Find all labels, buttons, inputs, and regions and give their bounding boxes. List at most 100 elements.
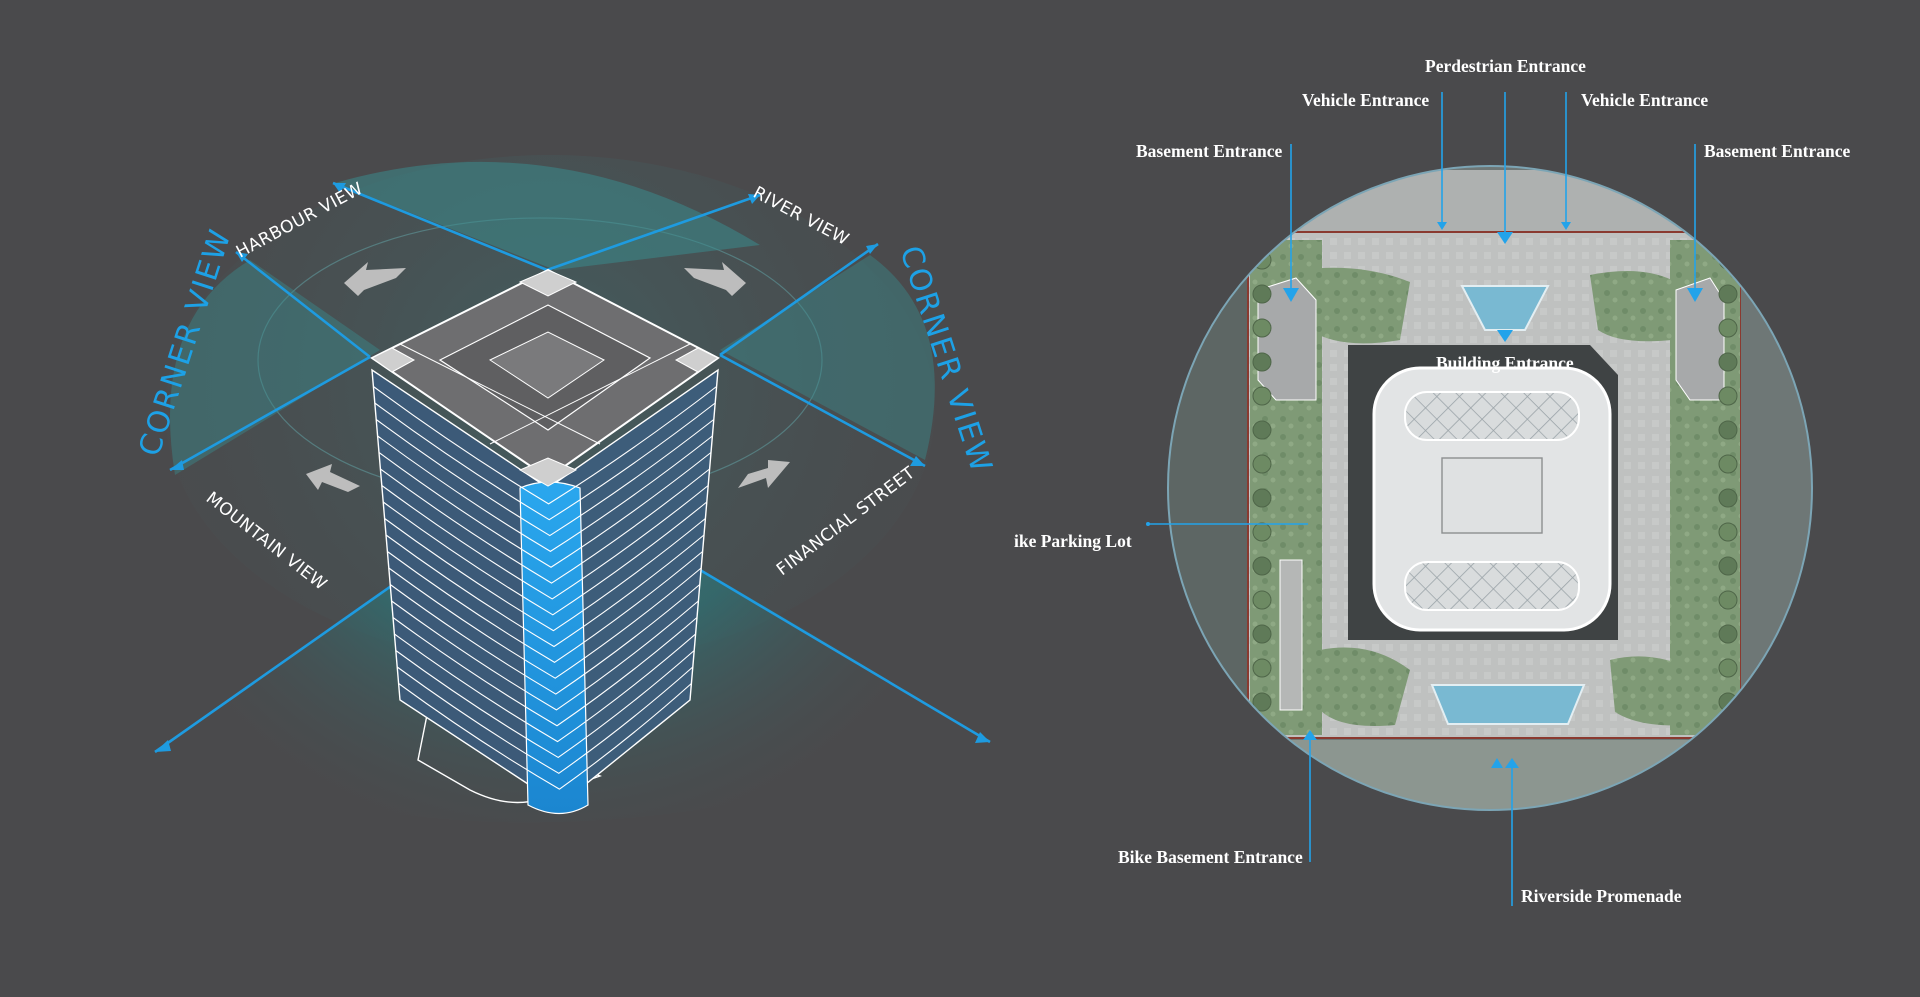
arrowhead-mountain	[155, 740, 171, 752]
tower-floor-line	[382, 501, 708, 616]
label-vehicle-entrance-right: Vehicle Entrance	[1581, 90, 1708, 110]
tower-floor-lines	[373, 386, 717, 790]
tree	[1252, 488, 1272, 508]
tower-roof-corner-right	[674, 347, 719, 373]
site-callout-leaders	[1146, 92, 1703, 906]
tree	[1233, 734, 1253, 754]
tower-roof-corner-top	[518, 269, 578, 297]
tree	[1718, 318, 1738, 338]
pool-bottom	[1430, 684, 1586, 725]
lawn-bottom-right	[1610, 656, 1690, 726]
tree	[1252, 658, 1272, 678]
tree	[1255, 228, 1275, 248]
tower-floor-line	[388, 567, 702, 679]
tower-roof-corner-bottom	[518, 457, 578, 487]
tower-roof-wall-1	[399, 343, 601, 445]
lawn-top-left	[1300, 267, 1410, 344]
tower-roof-core-inner	[488, 331, 605, 399]
tree	[1168, 735, 1187, 755]
arrow-building-entrance	[1497, 330, 1513, 342]
tree	[1211, 229, 1231, 249]
dot-bike-parking	[1146, 522, 1150, 526]
arrowhead-corner-right-top	[866, 244, 878, 254]
label-bike-parking-lot: ike Parking Lot	[1014, 531, 1132, 551]
arrowhead-river	[748, 194, 760, 204]
tree	[1718, 692, 1738, 712]
arrowhead-harbour	[333, 183, 346, 193]
tower-floor-line	[375, 419, 715, 537]
riverside-promenade-strip	[1168, 740, 1812, 810]
sight-line-harbour	[332, 181, 548, 272]
direction-arrow-river	[684, 262, 746, 296]
top-road	[1168, 170, 1812, 232]
lawn-bottom-left	[1320, 647, 1410, 726]
lawn-top-right	[1590, 271, 1672, 342]
tree	[1233, 228, 1253, 248]
river-bank-left	[1168, 166, 1250, 810]
tree	[1718, 352, 1738, 372]
view-fan-top	[335, 161, 760, 270]
tower-floor-line	[387, 551, 703, 663]
arrow-vehicle-entrance-right	[1561, 222, 1571, 230]
sight-line-corner-left-bottom	[169, 355, 371, 472]
arrow-pedestrian-entrance	[1497, 232, 1513, 244]
tree	[1718, 284, 1738, 304]
tower-floor-line	[381, 485, 709, 600]
tower-model	[370, 268, 720, 814]
tree	[1252, 454, 1272, 474]
tree	[1014, 739, 1032, 757]
tree	[1252, 556, 1272, 576]
tower-floor-line	[394, 633, 696, 743]
label-basement-entrance-right: Basement Entrance	[1704, 141, 1851, 161]
tree	[992, 739, 1010, 757]
side-block-left	[1257, 277, 1317, 401]
tower-floor-line	[391, 600, 699, 711]
tree	[1189, 735, 1209, 755]
tower-floor-line	[392, 617, 698, 727]
roof-skylight-top	[1404, 391, 1580, 441]
arrowhead-corner-right-bottom	[910, 456, 925, 466]
tree	[1718, 454, 1738, 474]
tree	[1718, 624, 1738, 644]
tower-floor-line	[378, 452, 712, 568]
label-basement-entrance-left: Basement Entrance	[1136, 141, 1283, 161]
tree	[1252, 624, 1272, 644]
tree	[948, 233, 966, 251]
arrow-riverside-promenade	[1505, 758, 1519, 768]
label-vehicle-entrance-left: Vehicle Entrance	[1302, 90, 1429, 110]
tree	[1252, 692, 1272, 712]
arrow-riverside-promenade-2	[1491, 758, 1503, 768]
tree	[1168, 229, 1187, 249]
direction-arrow-financial	[738, 460, 790, 488]
tree	[1252, 522, 1272, 542]
tree	[1014, 233, 1032, 251]
arrow-basement-entrance-right	[1687, 288, 1703, 302]
label-riverside-promenade: Riverside Promenade	[1521, 886, 1682, 906]
tower-floor-line	[377, 435, 713, 553]
tree	[992, 233, 1010, 251]
tree	[970, 233, 988, 251]
tree	[1058, 232, 1076, 250]
tree	[1102, 231, 1120, 249]
pool-top	[1460, 285, 1550, 331]
label-bike-basement-entrance: Bike Basement Entrance	[1118, 847, 1303, 867]
view-fan-right	[720, 255, 935, 460]
tower-floor-line	[374, 402, 716, 521]
tree	[1718, 522, 1738, 542]
tower-floor-line	[373, 386, 717, 505]
tower-floor-line	[389, 584, 701, 695]
tower-roof-wall-2	[489, 343, 691, 445]
tree	[1189, 229, 1209, 249]
arrow-bike-basement	[1303, 730, 1317, 740]
tower-shadow-base	[417, 698, 602, 804]
tower-floor-line	[384, 518, 706, 632]
tree	[1124, 737, 1142, 755]
tree	[1211, 735, 1231, 755]
tree	[1718, 488, 1738, 508]
arrowhead-corner-left-bottom	[170, 460, 184, 470]
side-block-right	[1675, 277, 1725, 401]
tree	[1036, 232, 1054, 250]
sight-line-river	[546, 193, 761, 272]
